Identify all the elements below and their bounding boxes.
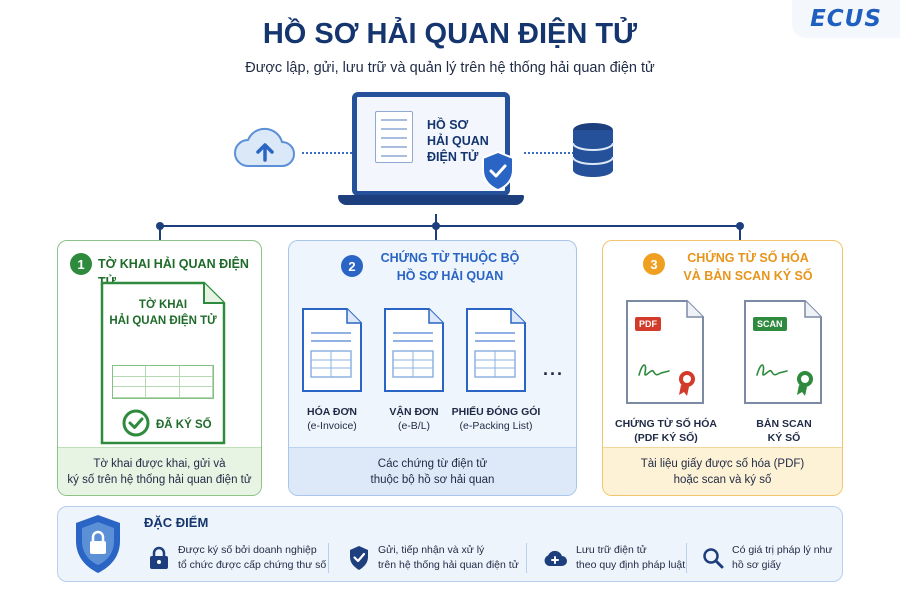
scan-document-icon: SCAN <box>743 299 823 405</box>
feature-divider <box>526 543 527 573</box>
cloud-plus-icon <box>544 550 567 566</box>
column-3-desc-line2: hoặc scan và ký số <box>673 473 772 486</box>
pdf-tag: PDF <box>635 317 661 331</box>
feature-3-line1: Lưu trữ điện tử <box>576 544 647 556</box>
feature-legal-value: Có giá trị pháp lý như hồ sơ giấy <box>702 541 832 575</box>
column-3-title: CHỨNG TỪ SỐ HÓA VÀ BẢN SCAN KÝ SỐ <box>673 249 823 285</box>
features-panel: ĐẶC ĐIỂM Được ký số bởi doanh nghiệp tổ … <box>57 506 843 582</box>
form-title-line1: TỜ KHAI <box>138 299 188 311</box>
packing-list-document-icon <box>466 308 526 392</box>
center-label-line1: HỒ SƠ <box>427 118 469 132</box>
pdf-document-icon: PDF <box>625 299 705 405</box>
feature-2-line1: Gửi, tiếp nhận và xử lý <box>378 544 485 556</box>
lock-icon <box>150 546 168 569</box>
pdf-document-name-line1: CHỨNG TỪ SỐ HÓA <box>614 418 717 430</box>
document-icon <box>375 111 413 163</box>
step-number-2: 2 <box>341 255 363 277</box>
invoice-name: HÓA ĐƠN <box>307 406 357 418</box>
column-customs-declaration: 1 TỜ KHAI HẢI QUAN ĐIỆN TỬ TỜ KHAI HẢI Q… <box>57 240 262 496</box>
laptop: HỒ SƠ HẢI QUAN ĐIỆN TỬ <box>338 92 524 214</box>
packing-list-label: PHIẾU ĐÓNG GÓI (e-Packing List) <box>451 405 541 433</box>
column-2-title-line1: CHỨNG TỪ THUỘC BỘ <box>380 251 520 265</box>
column-2-title-line2: HỒ SƠ HẢI QUAN <box>396 269 504 283</box>
feature-storage: Lưu trữ điện tử theo quy định pháp luật <box>542 541 685 575</box>
feature-digital-signature: Được ký số bởi doanh nghiệp tổ chức được… <box>148 541 326 575</box>
column-dossier-documents: 2 CHỨNG TỪ THUỘC BỘ HỒ SƠ HẢI QUAN HÓA Đ… <box>288 240 577 496</box>
signed-label: ĐÃ KÝ SỐ <box>156 419 212 431</box>
column-2-title: CHỨNG TỪ THUỘC BỘ HỒ SƠ HẢI QUAN <box>375 249 525 285</box>
column-digitized-documents: 3 CHỨNG TỪ SỐ HÓA VÀ BẢN SCAN KÝ SỐ PDF … <box>602 240 843 496</box>
column-1-desc-line1: Tờ khai được khai, gửi và <box>93 457 226 470</box>
form-table <box>112 365 214 399</box>
feature-2-line2: trên hệ thống hải quan điện tử <box>378 559 519 571</box>
invoice-sub: (e-Invoice) <box>307 420 357 432</box>
bill-of-lading-sub: (e-B/L) <box>397 420 431 432</box>
feature-divider <box>686 543 687 573</box>
feature-1-line2: tổ chức được cấp chứng thư số <box>178 559 327 571</box>
laptop-base <box>338 195 524 205</box>
magnifier-icon <box>703 548 724 569</box>
database-icon <box>572 123 614 177</box>
form-title: TỜ KHAI HẢI QUAN ĐIỆN TỬ <box>100 297 226 329</box>
column-3-title-line2: VÀ BẢN SCAN KÝ SỐ <box>683 269 813 283</box>
customs-form-icon: TỜ KHAI HẢI QUAN ĐIỆN TỬ ĐÃ KÝ SỐ <box>100 281 226 445</box>
step-number-1: 1 <box>70 253 92 275</box>
center-label-line3: ĐIỆN TỬ <box>427 150 479 164</box>
shield-check-icon <box>350 546 368 570</box>
bill-of-lading-document-icon <box>384 308 444 392</box>
cloud-upload-icon <box>234 127 295 167</box>
shield-lock-icon <box>76 515 120 573</box>
column-3-title-line1: CHỨNG TỪ SỐ HÓA <box>687 251 809 265</box>
column-3-desc-line1: Tài liệu giấy được số hóa (PDF) <box>640 457 805 470</box>
pdf-document-name-line2: (PDF KÝ SỐ) <box>634 432 698 444</box>
column-1-desc-line2: ký số trên hệ thống hải quan điện tử <box>67 473 252 486</box>
laptop-screen: HỒ SƠ HẢI QUAN ĐIỆN TỬ <box>352 92 510 196</box>
center-label-line2: HẢI QUAN <box>427 134 489 148</box>
column-2-desc-line1: Các chứng từ điện tử <box>377 457 488 470</box>
logo-text: ECUS <box>810 6 882 32</box>
step-number-3: 3 <box>643 253 665 275</box>
scan-document-name-line1: BẢN SCAN <box>756 418 812 430</box>
column-2-description: Các chứng từ điện tử thuộc bộ hồ sơ hải … <box>289 447 576 495</box>
ecus-logo: ECUS <box>792 0 900 38</box>
bill-of-lading-label: VẬN ĐƠN (e-B/L) <box>369 405 459 433</box>
column-2-desc-line2: thuộc bộ hồ sơ hải quan <box>370 473 495 486</box>
scan-tag: SCAN <box>753 317 787 331</box>
dotted-link-right <box>524 152 574 154</box>
packing-list-sub: (e-Packing List) <box>459 420 533 432</box>
packing-list-name: PHIẾU ĐÓNG GÓI <box>451 406 541 418</box>
feature-divider <box>328 543 329 573</box>
scan-document-label: BẢN SCAN KÝ SỐ <box>729 417 839 445</box>
feature-3-line2: theo quy định pháp luật <box>576 559 686 571</box>
feature-processing: Gửi, tiếp nhận và xử lý trên hệ thống hả… <box>348 541 519 575</box>
feature-1-line1: Được ký số bởi doanh nghiệp <box>178 544 317 556</box>
more-documents-ellipsis: ... <box>543 359 565 379</box>
scan-document-name-line2: KÝ SỐ <box>767 432 801 444</box>
pdf-document-label: CHỨNG TỪ SỐ HÓA (PDF KÝ SỐ) <box>611 417 721 445</box>
dotted-link-left <box>302 152 352 154</box>
bill-of-lading-name: VẬN ĐƠN <box>389 406 439 418</box>
check-circle-icon <box>122 409 150 437</box>
features-title: ĐẶC ĐIỂM <box>144 515 209 530</box>
invoice-document-icon <box>302 308 362 392</box>
page-subtitle: Được lập, gửi, lưu trữ và quản lý trên h… <box>245 60 655 76</box>
center-label: HỒ SƠ HẢI QUAN ĐIỆN TỬ <box>427 117 489 165</box>
form-title-line2: HẢI QUAN ĐIỆN TỬ <box>109 315 217 327</box>
column-1-description: Tờ khai được khai, gửi và ký số trên hệ … <box>58 447 261 495</box>
invoice-label: HÓA ĐƠN (e-Invoice) <box>289 405 377 433</box>
feature-4-line1: Có giá trị pháp lý như <box>732 544 833 556</box>
feature-4-line2: hồ sơ giấy <box>732 559 781 571</box>
column-3-description: Tài liệu giấy được số hóa (PDF) hoặc sca… <box>603 447 842 495</box>
page-title: HỒ SƠ HẢI QUAN ĐIỆN TỬ <box>262 18 638 50</box>
shield-check-icon <box>482 150 514 192</box>
